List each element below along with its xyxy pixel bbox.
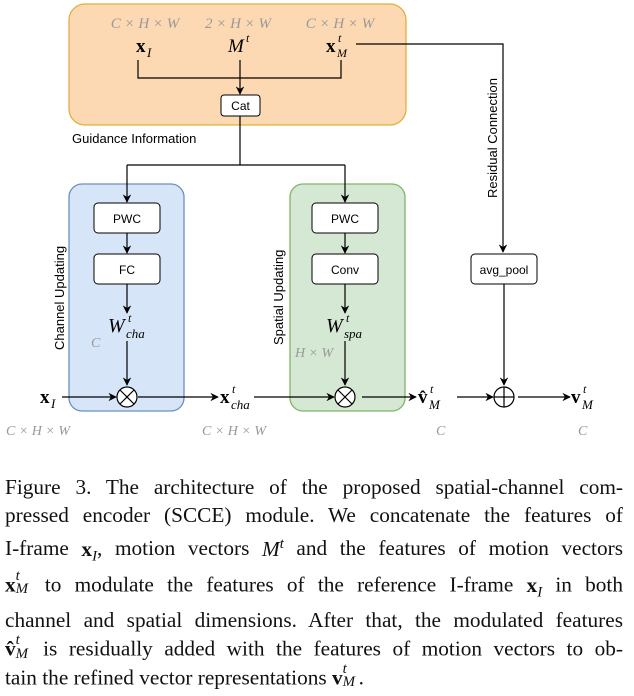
pwc-spa-label: PWC [331,212,359,226]
add-cross [494,387,514,407]
channel-updating-label: Channel Updating [52,246,67,350]
guidance-info-box [68,3,407,126]
guidance-dim-3: C × H × W [306,16,376,32]
svg-text:t: t [128,311,132,325]
math-v-M-t: v [332,665,343,690]
cat-output-line [127,116,345,166]
scce-diagram: C × H × W 2 × H × W C × H × W x I M t x … [6,3,594,439]
residual-connection-label: Residual Connection [485,78,500,198]
math-x-I: xI [526,572,543,601]
flow-x-I: x I [40,387,56,411]
svg-text:t: t [430,382,434,396]
caption-line-2: pressed encoder (SCCE) module. We concat… [5,503,623,528]
symbol-x-M-t-top: x t M [326,31,348,60]
flow-dim-v-M: C [578,424,588,439]
svg-text:M: M [227,36,245,57]
svg-text:v̂: v̂ [418,387,428,408]
spatial-updating-label: Spatial Updating [271,250,286,345]
conv-label: Conv [331,263,359,277]
svg-text:x: x [220,387,230,408]
avg-pool-label: avg_pool [480,263,529,277]
caption-line-3: I-frame xI, motion vectors Mt and the fe… [5,529,623,570]
svg-text:t: t [338,31,342,45]
svg-text:W: W [326,315,345,337]
caption-line-1: Figure 3. The architecture of the propos… [5,475,623,499]
svg-text:M: M [581,397,594,412]
caption-text: . [358,665,364,690]
svg-text:spa: spa [344,326,363,341]
svg-text:v: v [571,387,581,408]
guidance-dim-1: C × H × W [111,16,181,32]
caption-line-5: channel and spatial dimensions. After th… [5,608,623,633]
svg-text:t: t [246,31,250,45]
svg-text:I: I [50,396,56,411]
symbol-W-cha: W t cha [108,311,145,341]
caption-text: is residually added with the features of… [31,636,623,661]
svg-text:t: t [583,382,587,396]
caption-text: , motion vectors [97,536,262,561]
caption-text: to modulate the features of the referenc… [31,572,527,597]
caption-text: in both [542,572,624,597]
symbol-M-t: M t [227,31,250,57]
svg-text:cha: cha [231,397,250,412]
svg-text:M: M [428,397,441,412]
guidance-info-label: Guidance Information [72,131,196,146]
flow-v-M: v t M [571,382,594,412]
fc-label: FC [119,263,135,277]
figure-caption: Figure 3. The architecture of the propos… [5,473,623,691]
multiply-cross-cha [119,389,135,405]
caption-text: and the features of motion vectors [283,536,624,561]
flow-v-hat: v̂ t M [418,382,441,412]
residual-line [356,43,508,253]
symbol-x-I-top: x I [136,36,152,60]
svg-text:cha: cha [126,326,145,341]
flow-dim-x-cha: C × H × W [202,424,267,439]
flow-x-cha: x t cha [220,382,250,412]
caption-text: tain the refined vector representations [5,665,333,690]
svg-text:x: x [40,387,50,408]
svg-text:M: M [336,46,348,60]
channel-dim-label: C [91,336,101,351]
spatial-updating-box [289,183,406,412]
math-M-t: Mt [261,535,284,561]
caption-text: I-frame [5,536,82,561]
svg-text:I: I [146,45,152,60]
spatial-dim-label: H × W [294,346,335,361]
svg-text:W: W [108,315,127,337]
math-v-hat: v̂ [5,636,16,661]
pwc-cha-label: PWC [113,212,141,226]
caption-line-7: tain the refined vector representations … [5,660,623,692]
multiply-cross-spa [337,389,353,405]
svg-text:x: x [136,36,146,57]
guidance-dim-2: 2 × H × W [205,16,273,32]
flow-dim-v-hat: C [436,424,446,439]
math-x-M-t: x [5,572,16,597]
svg-text:t: t [346,311,350,325]
svg-text:t: t [232,382,236,396]
flow-dim-x-I: C × H × W [6,424,71,439]
svg-text:x: x [326,36,336,57]
symbol-W-spa: W t spa [326,311,363,341]
cat-label: Cat [231,99,250,113]
math-x-I: xI [81,536,98,565]
